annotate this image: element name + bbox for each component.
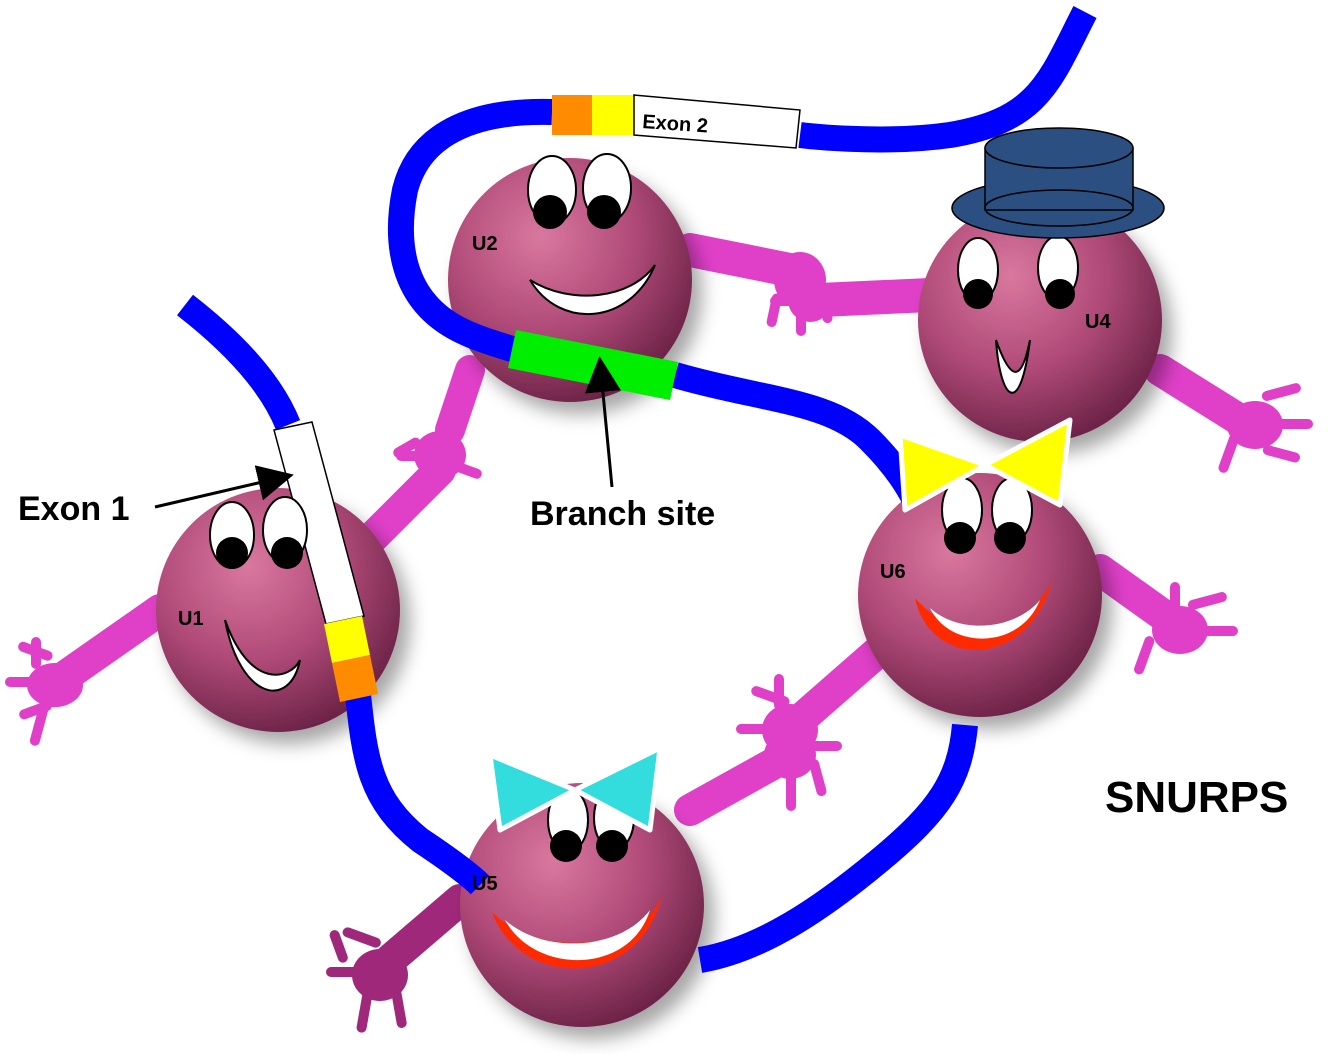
snurp-bodies <box>156 158 1162 1027</box>
exon1-orange-site <box>332 655 378 702</box>
u4-right-arm <box>1160 370 1240 420</box>
rna-segment-u5-u6 <box>700 725 965 960</box>
u5-label: U5 <box>472 873 498 895</box>
exon2-orange-site <box>552 95 592 135</box>
rna-segment-u1-bottom <box>358 695 480 885</box>
rna-segment-u1-top <box>185 305 288 425</box>
u2-right-arm <box>690 250 790 270</box>
top-hat-icon <box>952 128 1164 238</box>
u4-label: U4 <box>1085 311 1111 333</box>
snurps-title: SNURPS <box>1105 773 1288 822</box>
u5-right-arm <box>690 760 780 810</box>
u4-left-arm <box>820 295 930 300</box>
u2-label: U2 <box>472 233 498 255</box>
exon2-group: Exon 2 <box>552 95 800 148</box>
u1-left-arm <box>60 610 160 680</box>
exon2-label: Exon 2 <box>642 111 709 138</box>
rna-segment-branch-right <box>675 375 915 500</box>
exon1-label: Exon 1 <box>18 490 129 528</box>
u6-label: U6 <box>880 561 906 583</box>
branch-site-label: Branch site <box>530 495 715 533</box>
u5-left-arm <box>390 900 460 960</box>
u6-left-arm <box>800 650 880 720</box>
u5-right-hand <box>764 731 842 811</box>
u6-right-arm <box>1100 570 1170 620</box>
rna-segment-top <box>800 12 1085 139</box>
exon2-yellow-site <box>592 95 634 135</box>
exon1-yellow-site <box>324 616 370 663</box>
u1-right-arm <box>370 470 440 540</box>
u1-label: U1 <box>178 608 204 630</box>
